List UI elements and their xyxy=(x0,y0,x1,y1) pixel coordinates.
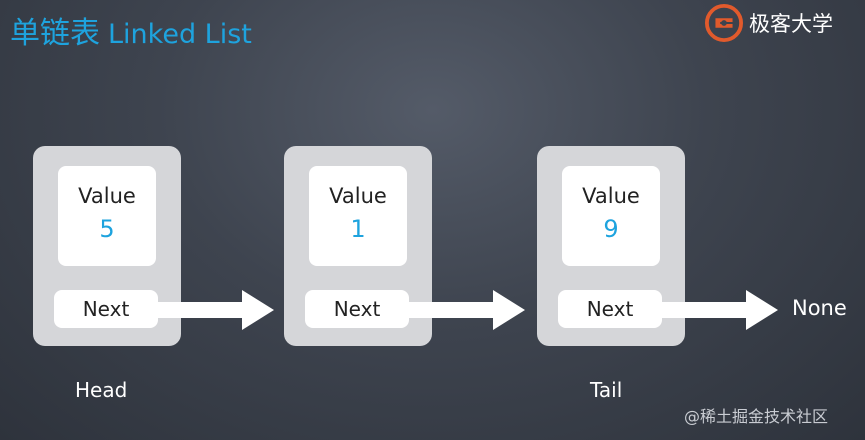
next-pointer-box: Next xyxy=(305,290,409,328)
none-terminal-label: None xyxy=(792,296,847,320)
head-label: Head xyxy=(75,378,128,402)
value-label: Value xyxy=(329,184,387,208)
node-value: 1 xyxy=(350,215,366,243)
value-label: Value xyxy=(78,184,136,208)
tail-label: Tail xyxy=(590,378,623,402)
node-value: 9 xyxy=(603,215,619,243)
list-node-2: Value 1 Next xyxy=(284,146,432,346)
watermark: @稀土掘金技术社区 xyxy=(684,407,829,426)
next-pointer-box: Next xyxy=(54,290,158,328)
value-label: Value xyxy=(582,184,640,208)
logo-text: 极客大学 xyxy=(749,12,833,36)
arrow-icon xyxy=(660,290,778,330)
node-value: 5 xyxy=(99,215,115,243)
arrow-icon xyxy=(156,290,274,330)
title-english: Linked List xyxy=(108,19,252,50)
next-pointer-box: Next xyxy=(558,290,662,328)
title-chinese: 单链表 xyxy=(10,16,100,51)
node-value-box: Value 1 xyxy=(309,166,407,266)
arrow-icon xyxy=(407,290,525,330)
node-value-box: Value 9 xyxy=(562,166,660,266)
brand-logo: 极客大学 xyxy=(705,4,833,42)
page-title: 单链表 Linked List xyxy=(10,8,252,52)
jikeda-logo-icon xyxy=(705,4,743,42)
node-value-box: Value 5 xyxy=(58,166,156,266)
